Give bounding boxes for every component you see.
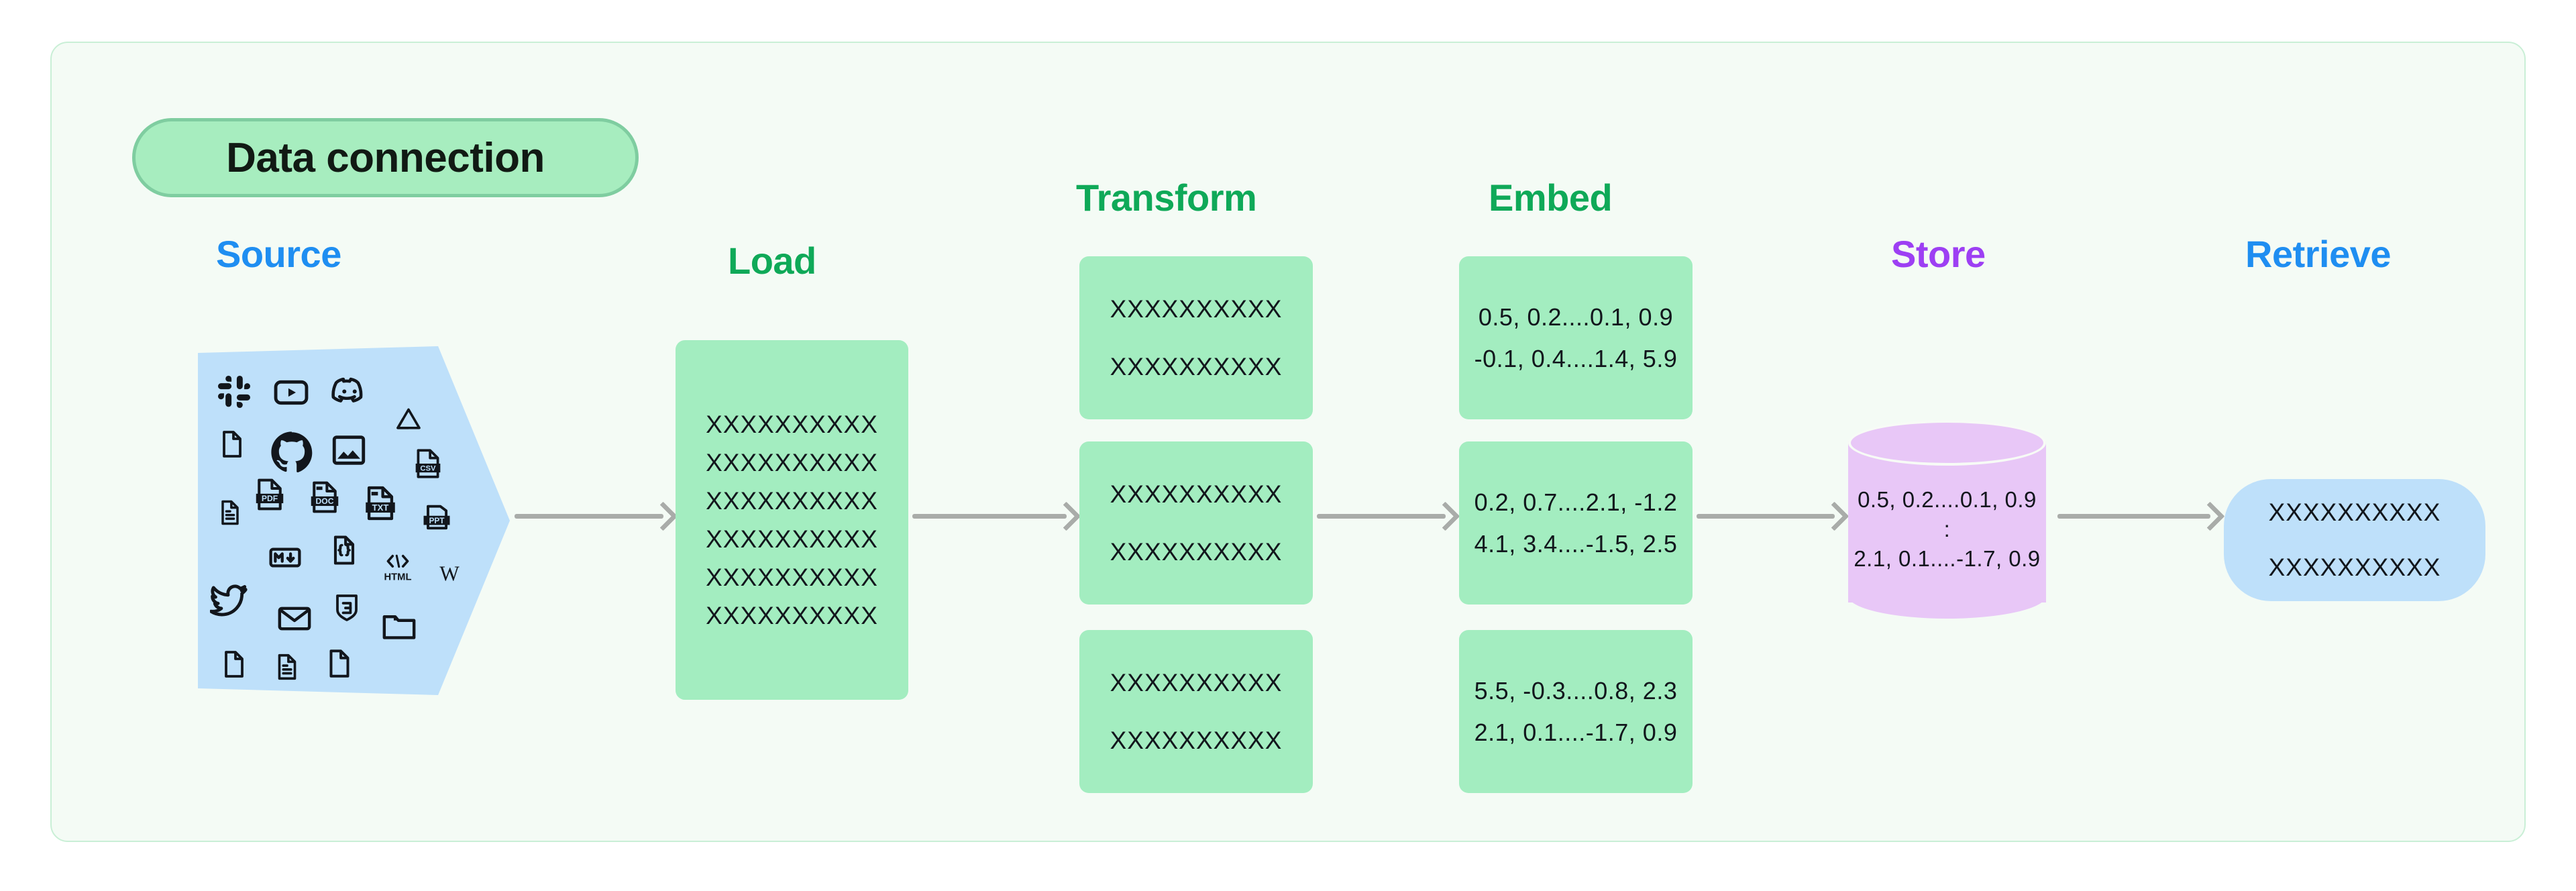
arrow-head	[1430, 501, 1460, 531]
load-line: XXXXXXXXXX	[706, 563, 878, 591]
arrow-shaft	[1317, 514, 1446, 519]
embed-vector-line: 2.1, 0.1....-1.7, 0.9	[1474, 718, 1678, 746]
slack-icon	[217, 374, 252, 409]
css3-icon	[331, 592, 363, 624]
transform-line: XXXXXXXXXX	[1110, 352, 1283, 380]
svg-text:DOC: DOC	[316, 496, 334, 506]
email-icon	[276, 600, 313, 637]
document-lines-icon	[215, 498, 245, 527]
transform-line: XXXXXXXXXX	[1110, 668, 1283, 696]
embed-vector-line: 4.1, 3.4....-1.5, 2.5	[1474, 529, 1678, 558]
retrieve-box: XXXXXXXXXX XXXXXXXXXX	[2224, 479, 2485, 601]
load-line: XXXXXXXXXX	[706, 486, 878, 515]
file-blank-icon	[216, 428, 248, 460]
google-drive-icon	[392, 404, 425, 436]
transform-box: XXXXXXXXXX XXXXXXXXXX	[1079, 441, 1313, 605]
stage-heading-load: Load	[728, 240, 816, 282]
arrow-head	[1051, 501, 1081, 531]
arrow-head	[1819, 501, 1849, 531]
data-connection-title-pill: Data connection	[132, 118, 639, 197]
wikipedia-icon: W	[434, 560, 465, 586]
source-pentagon: CSV PDF	[198, 346, 510, 695]
store-vector-text: 0.5, 0.2....0.1, 0.9 : 2.1, 0.1....-1.7,…	[1848, 459, 2046, 600]
retrieve-line: XXXXXXXXXX	[2268, 554, 2441, 581]
transform-line: XXXXXXXXXX	[1110, 537, 1283, 566]
svg-text:HTML: HTML	[384, 572, 412, 583]
embed-vector-line: -0.1, 0.4....1.4, 5.9	[1474, 344, 1678, 372]
discord-icon	[330, 372, 369, 411]
file-blank-icon	[218, 648, 250, 680]
embed-box: 0.2, 0.7....2.1, -1.2 4.1, 3.4....-1.5, …	[1459, 441, 1693, 605]
source-icon-grid: CSV PDF	[198, 346, 510, 695]
twitter-icon	[210, 581, 249, 620]
arrow-source-to-load	[515, 501, 678, 531]
svg-text:W: W	[439, 562, 460, 586]
stage-heading-embed: Embed	[1489, 176, 1613, 219]
svg-text:PDF: PDF	[262, 494, 278, 503]
load-box: XXXXXXXXXX XXXXXXXXXX XXXXXXXXXX XXXXXXX…	[676, 340, 908, 700]
transform-line: XXXXXXXXXX	[1110, 480, 1283, 508]
arrow-shaft	[515, 514, 663, 519]
stage-heading-store: Store	[1891, 233, 1986, 275]
arrow-store-to-retrieve	[2057, 501, 2225, 531]
folder-icon	[380, 607, 418, 644]
github-icon	[268, 428, 316, 476]
ppt-file-icon: PPT	[419, 501, 454, 535]
html-icon: HTML	[379, 551, 417, 583]
embed-vector-line: 5.5, -0.3....0.8, 2.3	[1474, 676, 1678, 704]
store-ellipsis: :	[1943, 517, 1951, 541]
svg-text:PPT: PPT	[429, 517, 445, 525]
code-file-icon	[327, 533, 362, 568]
store-vector-line: 2.1, 0.1....-1.7, 0.9	[1854, 546, 2041, 571]
svg-text:TXT: TXT	[372, 503, 389, 513]
stage-heading-retrieve: Retrieve	[2245, 233, 2392, 275]
arrow-shaft	[1697, 514, 1835, 519]
youtube-icon	[272, 373, 311, 412]
svg-text:CSV: CSV	[420, 464, 436, 472]
load-line: XXXXXXXXXX	[706, 601, 878, 629]
transform-box: XXXXXXXXXX XXXXXXXXXX	[1079, 630, 1313, 793]
embed-box: 5.5, -0.3....0.8, 2.3 2.1, 0.1....-1.7, …	[1459, 630, 1693, 793]
retrieve-line: XXXXXXXXXX	[2268, 499, 2441, 526]
cylinder-top	[1848, 420, 2046, 466]
transform-line: XXXXXXXXXX	[1110, 295, 1283, 323]
pdf-file-icon: PDF	[252, 476, 288, 513]
doc-file-icon: DOC	[307, 479, 343, 515]
page-title: Data connection	[226, 134, 545, 181]
txt-file-icon: TXT	[361, 484, 400, 523]
arrow-load-to-transform	[912, 501, 1081, 531]
csv-file-icon: CSV	[411, 447, 445, 480]
file-blank-icon	[323, 647, 356, 680]
arrow-head	[648, 501, 678, 531]
embed-box: 0.5, 0.2....0.1, 0.9 -0.1, 0.4....1.4, 5…	[1459, 256, 1693, 419]
transform-line: XXXXXXXXXX	[1110, 726, 1283, 754]
stage-heading-source: Source	[216, 233, 341, 275]
embed-vector-line: 0.5, 0.2....0.1, 0.9	[1478, 303, 1674, 331]
load-line: XXXXXXXXXX	[706, 410, 878, 438]
arrow-transform-to-embed	[1317, 501, 1460, 531]
arrow-embed-to-store	[1697, 501, 1849, 531]
image-icon	[329, 431, 368, 470]
arrow-head	[2195, 501, 2225, 531]
source-pentagon-fill	[198, 346, 510, 695]
arrow-shaft	[912, 514, 1067, 519]
cylinder-body	[1848, 441, 2046, 602]
store-vector-line: 0.5, 0.2....0.1, 0.9	[1858, 487, 2037, 512]
stage-heading-transform: Transform	[1076, 176, 1257, 219]
arrow-shaft	[2057, 514, 2210, 519]
store-database-cylinder: 0.5, 0.2....0.1, 0.9 : 2.1, 0.1....-1.7,…	[1848, 420, 2046, 625]
document-lines-icon	[272, 651, 303, 682]
transform-box: XXXXXXXXXX XXXXXXXXXX	[1079, 256, 1313, 419]
data-connection-diagram-container: Data connection Source Load Transform Em…	[50, 42, 2526, 842]
load-line: XXXXXXXXXX	[706, 525, 878, 553]
embed-vector-line: 0.2, 0.7....2.1, -1.2	[1474, 488, 1678, 516]
markdown-icon	[267, 539, 303, 576]
load-line: XXXXXXXXXX	[706, 448, 878, 476]
